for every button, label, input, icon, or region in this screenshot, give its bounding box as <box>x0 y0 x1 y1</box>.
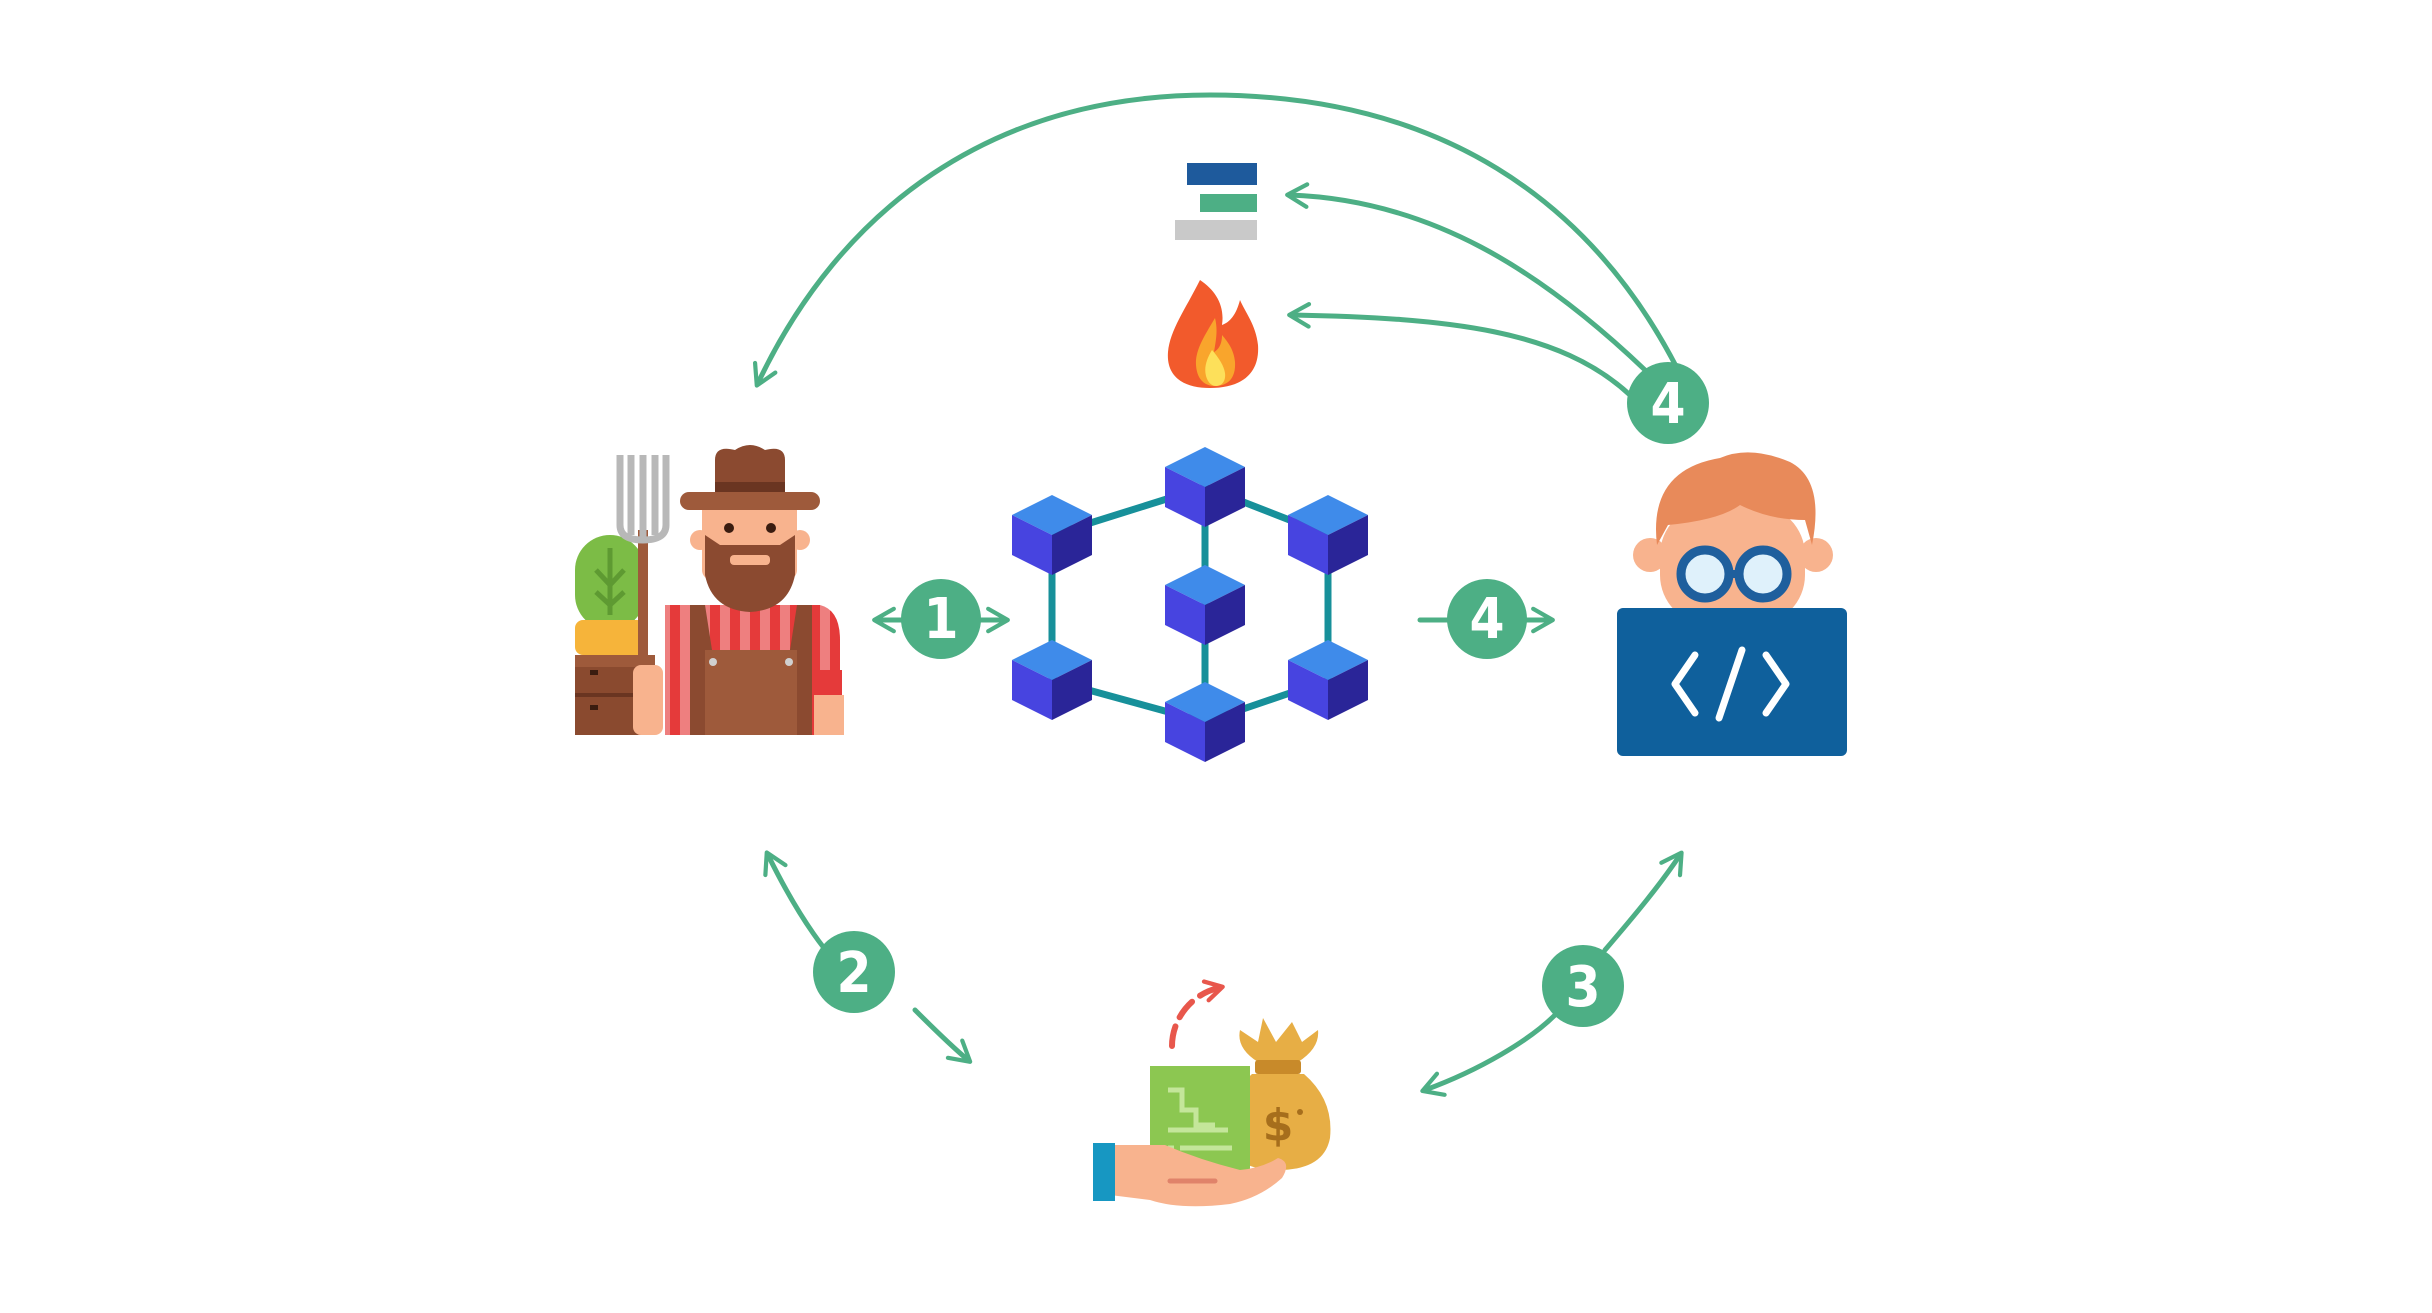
step-label: 1 <box>923 587 958 652</box>
step-badge-4-chain: 4 <box>1447 579 1527 659</box>
money-bag-icon: $ <box>1225 1018 1331 1170</box>
svg-text:$: $ <box>1263 1100 1294 1151</box>
exchange-arrow-up <box>1169 979 1225 1049</box>
layered-stack-icon <box>1175 163 1257 240</box>
step-label: 3 <box>1565 955 1600 1020</box>
arrow-developer-to-fire <box>1287 302 1633 398</box>
code-brackets-icon <box>1671 646 1790 722</box>
hand-icon <box>1093 1143 1287 1207</box>
block-cube-4 <box>1165 565 1245 645</box>
arrow-payment-developer <box>1425 855 1680 1090</box>
payment-exchange-icon: $ <box>1093 979 1331 1207</box>
block-cube-7 <box>1165 682 1245 762</box>
firebase-flame-icon <box>1167 280 1259 388</box>
step-badge-3: 3 <box>1542 945 1624 1027</box>
step-badge-4-services: 4 <box>1627 362 1709 444</box>
farmer-icon <box>575 445 844 735</box>
step-badge-2: 2 <box>813 931 895 1013</box>
network-blocks <box>1012 447 1368 762</box>
glasses-icon <box>1676 545 1792 603</box>
arc-developer-to-farmer <box>752 92 1680 388</box>
step-label: 2 <box>836 941 871 1006</box>
step-label: 4 <box>1650 372 1685 437</box>
block-cube-6 <box>1288 640 1368 720</box>
block-cube-3 <box>1288 495 1368 575</box>
block-cube-5 <box>1012 640 1092 720</box>
block-cube-1 <box>1165 447 1245 527</box>
step-badge-1: 1 <box>901 579 981 659</box>
step-label: 4 <box>1469 587 1504 652</box>
block-cube-2 <box>1012 495 1092 575</box>
arrow-developer-to-stack <box>1285 182 1648 373</box>
blockchain-network-icon <box>1012 447 1368 762</box>
developer-icon <box>1617 452 1847 756</box>
step-badges: 1 2 3 4 4 <box>813 362 1709 1027</box>
